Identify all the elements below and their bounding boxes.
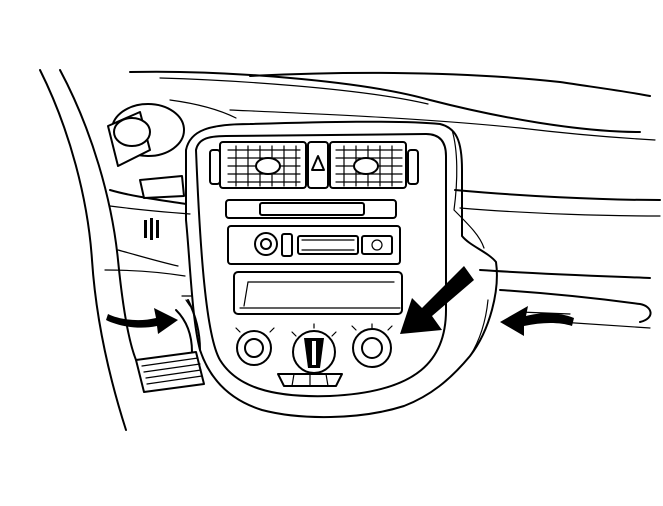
left-panel-bracket: [139, 175, 185, 199]
upper-slot-icon: [225, 199, 397, 219]
button-strip-icon: [277, 373, 343, 387]
left-air-vent-icon: [219, 141, 307, 189]
left-climate-knob-icon: [235, 327, 275, 366]
steering-column-icon: [107, 103, 185, 167]
steering-wheel-icon: [39, 69, 179, 431]
hazard-switch-icon: [307, 141, 329, 189]
right-curved-arrow-icon: [500, 306, 574, 336]
storage-bin-icon: [233, 271, 403, 315]
radio-icon: [227, 225, 401, 265]
brake-pedal-icon: [135, 295, 205, 393]
center-console: [185, 120, 498, 419]
large-arrow-icon: [400, 266, 474, 334]
right-climate-knob-icon: [351, 323, 393, 368]
right-air-vent-icon: [329, 141, 407, 189]
center-climate-knob-icon: [291, 323, 337, 374]
console-bezel: [195, 133, 447, 398]
speaker-grille-icon: [144, 218, 159, 240]
left-vent-thumbwheel: [209, 149, 221, 185]
right-vent-thumbwheel: [407, 149, 419, 185]
left-curved-arrow-icon: [106, 308, 178, 334]
